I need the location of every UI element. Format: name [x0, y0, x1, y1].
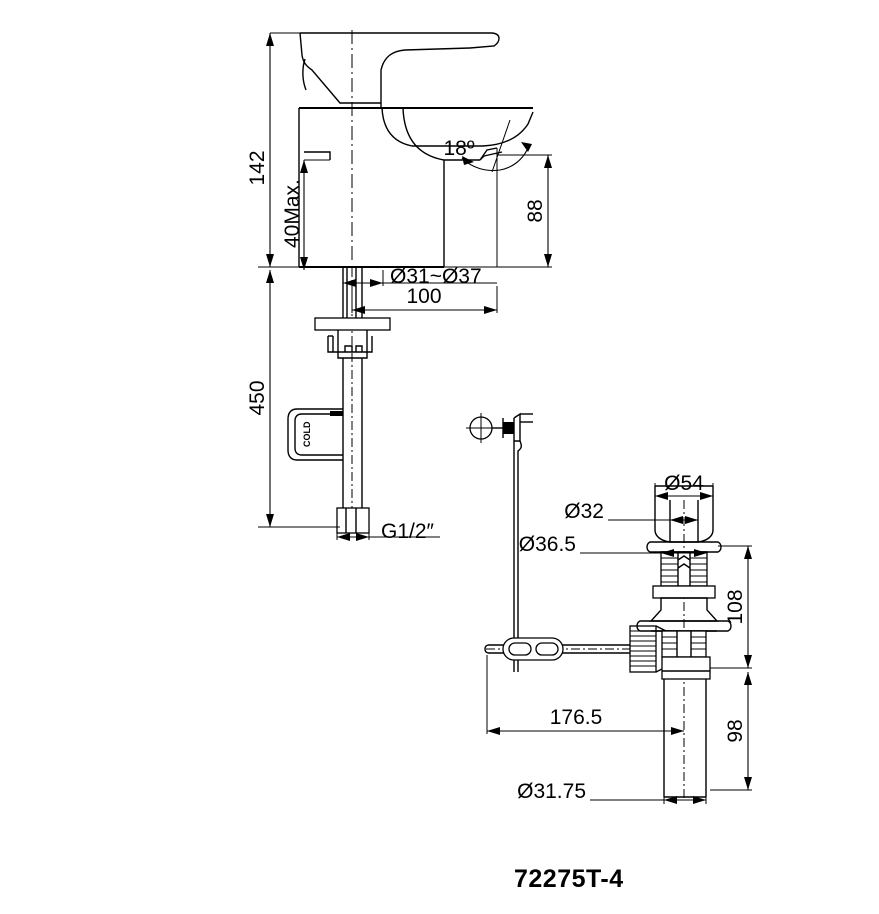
dim-pivot-rod-length-group: 176.5 — [486, 655, 684, 735]
dim-spout-reach-group: 100 — [351, 285, 498, 314]
dim-tailpiece-diameter: Ø31.75 — [517, 780, 586, 803]
dim-deck-thickness-max: 40Max. — [281, 179, 304, 248]
lift-rod-assembly — [466, 412, 533, 672]
dim-pivot-rod-length: 176.5 — [550, 706, 603, 729]
dim-mounting-hole-group: Ø31~Ø37 — [343, 265, 497, 288]
pivot-nut — [629, 625, 657, 673]
drain-lower-body — [661, 656, 711, 680]
dim-upper-body-height-group: 108 — [710, 545, 752, 669]
dim-spout-reach: 100 — [406, 285, 441, 308]
aerator-angle-indicator: 18º — [443, 119, 532, 267]
drain-assembly: Ø54 Ø32 Ø36.5 108 — [466, 412, 752, 804]
dim-aerator-angle: 18º — [443, 137, 474, 160]
clevis-and-pivot-rod — [484, 625, 672, 673]
dim-tailpiece-diameter-group: Ø31.75 — [517, 780, 707, 804]
dim-mounting-hole-diameter: Ø31~Ø37 — [390, 265, 482, 288]
dim-stopper-stem-group: Ø32 — [564, 500, 698, 524]
dim-deck-thickness-group: 40Max. — [281, 151, 331, 270]
cold-identification-tag: COLD — [287, 408, 343, 461]
dim-tailpiece-length: 98 — [724, 719, 747, 742]
dim-flange-seat-diameter: Ø36.5 — [519, 533, 576, 556]
dim-overall-height: 142 — [246, 150, 269, 185]
dim-flange-seat-group: Ø36.5 — [519, 533, 707, 557]
faucet-shank-assembly — [314, 267, 391, 534]
faucet-assembly: 18º — [246, 30, 552, 543]
dim-spout-height: 88 — [524, 199, 547, 222]
drain-tailpiece — [663, 679, 707, 798]
dim-supply-hose-length: 450 — [246, 380, 269, 415]
faucet-lever-handle — [299, 32, 500, 108]
dim-overall-height-group: 142 — [246, 32, 302, 268]
dim-stopper-cap-diameter: Ø54 — [664, 472, 704, 495]
dim-spout-height-group: 88 — [444, 154, 552, 268]
supply-coupling — [336, 507, 370, 534]
drain-upper-washer — [652, 585, 716, 599]
dim-stopper-cap-group: Ø54 — [654, 472, 714, 500]
dim-supply-thread-group: G1/2″ — [336, 520, 440, 543]
dim-tailpiece-length-group: 98 — [710, 672, 752, 791]
mounting-washer — [314, 317, 391, 331]
drain-mid-body — [661, 630, 707, 658]
dim-supply-length-group: 450 — [246, 270, 340, 528]
cold-tag-label: COLD — [302, 421, 312, 447]
dim-upper-body-height: 108 — [724, 589, 747, 624]
dim-supply-thread: G1/2″ — [381, 520, 435, 543]
part-number-label: 72275T-4 — [514, 865, 624, 893]
drain-threaded-body — [660, 551, 708, 587]
dim-stopper-stem-diameter: Ø32 — [564, 500, 604, 523]
